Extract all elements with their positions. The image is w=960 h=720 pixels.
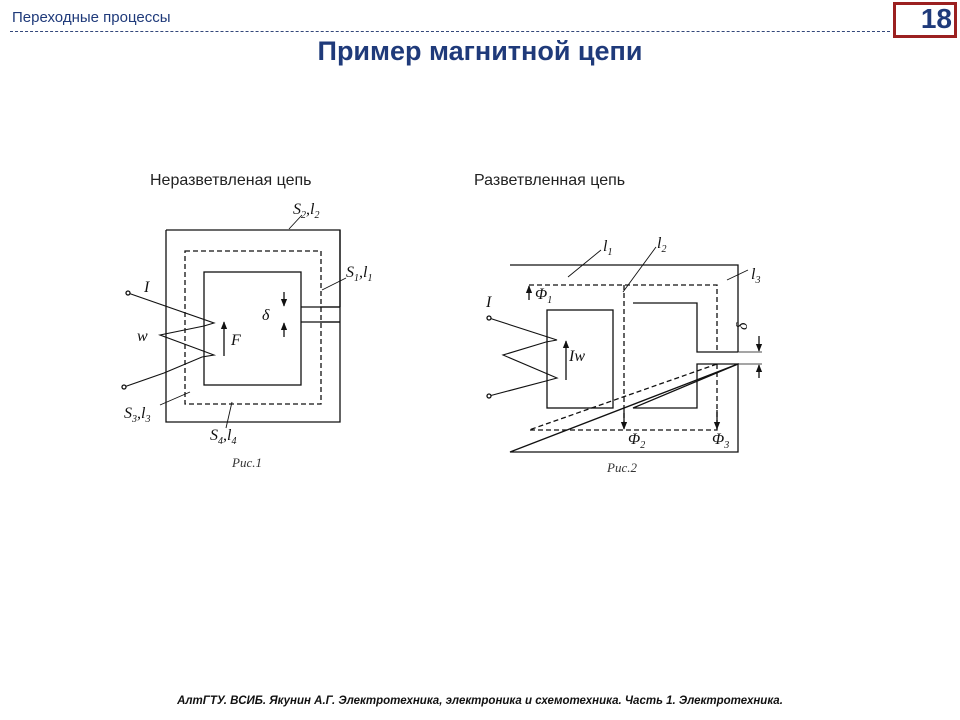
label-flux3: Φ3 bbox=[712, 431, 729, 451]
label-turns: w bbox=[137, 328, 148, 345]
label-l1: l1 bbox=[603, 238, 612, 258]
label-delta: δ bbox=[734, 322, 751, 330]
header-divider bbox=[10, 31, 890, 32]
footer-credits: АлтГТУ. ВСИБ. Якунин А.Г. Электротехника… bbox=[177, 695, 783, 707]
winding-coil bbox=[123, 292, 217, 388]
page-number-badge: 18 bbox=[893, 2, 957, 38]
left-figure-caption: Неразветвленая цепь bbox=[150, 172, 312, 189]
label-flux2: Φ2 bbox=[628, 431, 645, 451]
branched-labels: l1 l2 l3 I Φ1 Iw δ Φ2 Φ3 Рис.2 bbox=[485, 235, 760, 475]
label-delta: δ bbox=[262, 307, 270, 324]
label-fig2: Рис.2 bbox=[606, 460, 637, 475]
mean-flux-line bbox=[184, 250, 322, 405]
label-force: F bbox=[230, 332, 241, 349]
label-fig1: Рис.1 bbox=[231, 455, 262, 470]
label-current: I bbox=[143, 279, 150, 296]
page-title: Пример магнитной цепи bbox=[317, 36, 643, 66]
label-s1-l1: S1,l1 bbox=[346, 264, 372, 284]
label-flux1: Φ1 bbox=[535, 286, 552, 306]
label-l3: l3 bbox=[751, 266, 760, 286]
unbranched-labels: S2,l2 S1,l1 I δ w F S3,l3 S4,l4 Рис.1 bbox=[124, 201, 372, 470]
label-current: I bbox=[485, 294, 492, 311]
winding-coil bbox=[488, 317, 559, 397]
core-right-window bbox=[632, 302, 739, 409]
label-s3-l3: S3,l3 bbox=[124, 405, 150, 425]
label-l2: l2 bbox=[657, 235, 666, 255]
core-outer-outline bbox=[165, 229, 341, 423]
page-number: 18 bbox=[920, 3, 952, 34]
label-mmf: Iw bbox=[568, 348, 585, 365]
unbranched-circuit bbox=[121, 214, 347, 429]
label-s4-l4: S4,l4 bbox=[210, 427, 236, 447]
core-inner-window bbox=[203, 271, 302, 386]
label-s2-l2: S2,l2 bbox=[293, 201, 319, 221]
right-figure-caption: Разветвленная цепь bbox=[474, 172, 626, 189]
core-left-window bbox=[546, 309, 614, 409]
mean-flux-line bbox=[528, 284, 718, 431]
branched-circuit bbox=[486, 246, 763, 453]
section-topic: Переходные процессы bbox=[12, 9, 171, 26]
